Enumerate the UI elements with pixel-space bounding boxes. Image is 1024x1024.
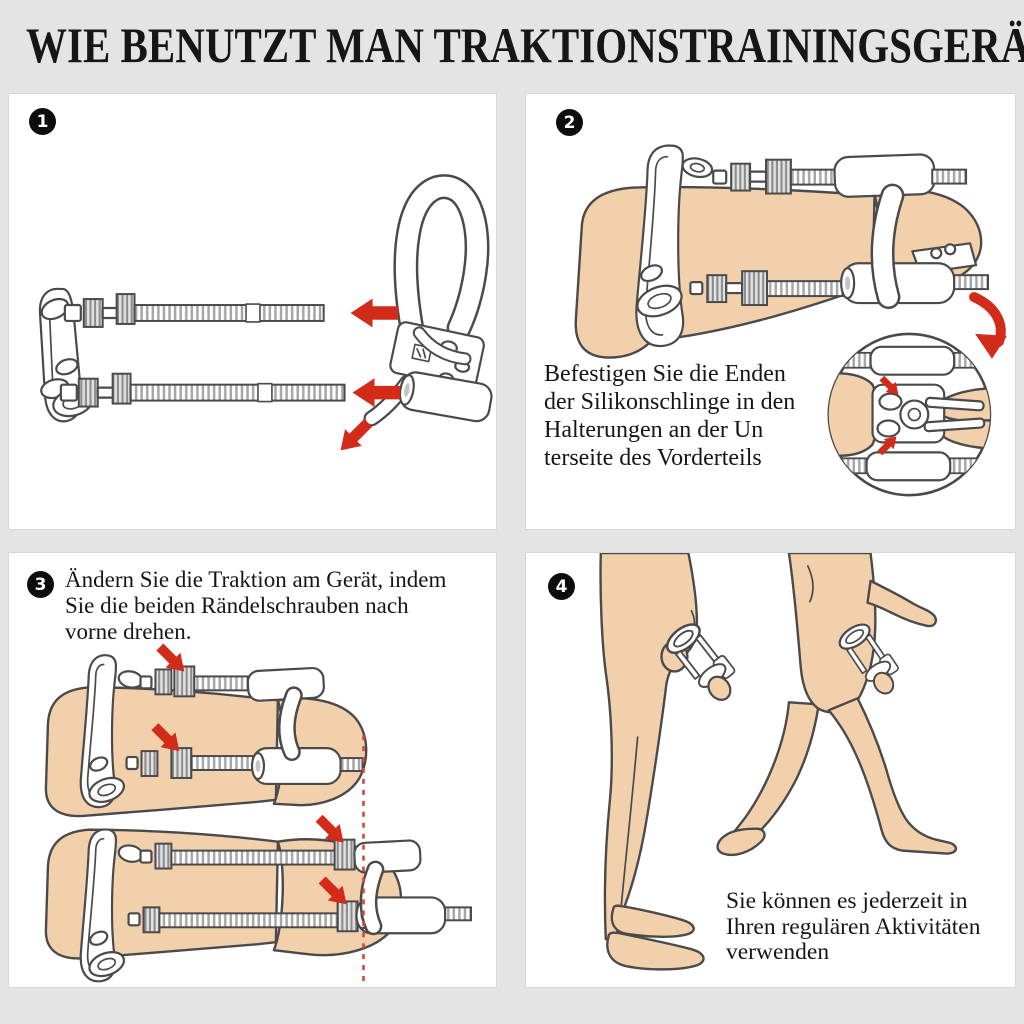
step-1-panel: 1: [8, 93, 497, 530]
page-title: WIE BENUTZT MAN TRAKTIONSTRAININGSGERÄTE…: [26, 17, 1024, 73]
lower-rod-assembly: [689, 242, 989, 307]
step-number-badge: 1: [29, 108, 56, 135]
step-number-badge: 3: [27, 571, 54, 598]
standing-figure-illustration: [599, 553, 747, 971]
device-worn-illustration: [574, 144, 1007, 497]
step-2-caption: Befestigen Sie die Enden der Silikonschl…: [544, 361, 796, 471]
device-short-position: [44, 639, 368, 818]
upper-traction-rod: [63, 293, 325, 328]
curved-arrow-icon: [969, 292, 1007, 359]
daily-activity-illustration: [599, 553, 958, 971]
step-3-caption: Ändern Sie die Traktion am Gerät, indem …: [65, 567, 447, 644]
underside-detail-inset: [827, 332, 992, 497]
step-2-panel: 2 Befestigen Sie die Enden der Silikonsc…: [525, 93, 1016, 530]
exploded-device-illustration: [38, 174, 493, 459]
lower-traction-rod: [59, 372, 346, 408]
insert-left-arrow-icon: [350, 298, 398, 328]
silicone-strap: [870, 183, 905, 310]
traction-adjustment-illustration: [44, 639, 472, 985]
device-extended-position: [44, 810, 472, 983]
front-piece-part: [363, 174, 493, 427]
step-number-badge: 2: [556, 109, 583, 136]
walking-figure-illustration: [716, 553, 958, 857]
step-4-panel: 4 Sie können es jederzeit in Ihren regul…: [525, 552, 1016, 988]
base-ring-part: [635, 144, 714, 347]
step-number-badge: 4: [548, 573, 575, 600]
step-4-caption: Sie können es jederzeit in Ihren regulär…: [726, 888, 981, 965]
step-3-panel: 3 Ändern Sie die Traktion am Gerät, inde…: [8, 552, 497, 988]
